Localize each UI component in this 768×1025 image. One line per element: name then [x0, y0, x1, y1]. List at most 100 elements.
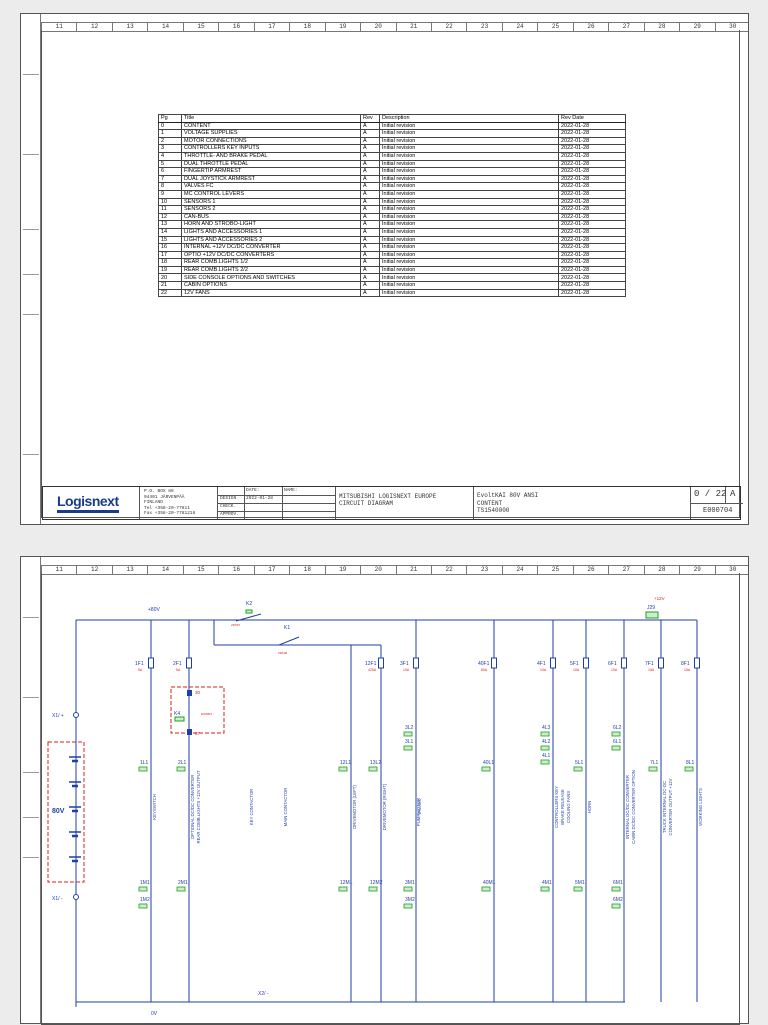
cell-rev: A: [360, 144, 380, 153]
cell-rev-date: 2022-01-28: [558, 273, 626, 283]
connector-box: [611, 745, 621, 751]
drawing-number: E000704: [703, 507, 733, 515]
connector-box: [540, 886, 550, 892]
circuit-label: MAIN CONTACTOR: [283, 788, 288, 827]
cell-rev: A: [360, 250, 380, 260]
connector-label: 4L2: [542, 739, 551, 745]
fuse-label: 12F1: [365, 661, 377, 667]
k4-label: K4: [174, 711, 180, 717]
cell-rev: A: [360, 281, 380, 290]
column-number: 15: [182, 23, 218, 31]
address-line: FINLAND: [144, 500, 163, 505]
page-of: 0 / 22: [694, 489, 727, 499]
cell-title: CAN-BUS: [181, 212, 361, 222]
cell-description: Initial revision: [379, 189, 559, 199]
fuse-label: 5F1: [570, 661, 579, 667]
circuit-label: INTERNAL DC/DC CONVERTER: [625, 775, 630, 839]
cell-rev: A: [360, 121, 380, 131]
cell-rev-date: 2022-01-28: [558, 189, 626, 199]
date-label: DATE:: [246, 488, 260, 493]
design-label: DESIGN: [220, 496, 237, 501]
cell-rev: A: [360, 182, 380, 191]
cell-pg: 12: [158, 212, 182, 222]
column-number: 26: [572, 566, 608, 574]
connector-label: 3L2: [405, 725, 414, 731]
product-block: EvoltKAI 80V ANSI CONTENT TS1540000: [473, 487, 694, 519]
fuse-label: 1F1: [135, 661, 144, 667]
design-date: 2022-01-28: [246, 496, 274, 501]
cell-pg: 5: [158, 159, 182, 169]
cell-rev-date: 2022-01-28: [558, 281, 626, 290]
fuse-label: 2F1: [173, 661, 182, 667]
connector-label: 7L1: [650, 760, 659, 766]
connector-box: [176, 766, 186, 772]
column-number: 26: [572, 23, 608, 31]
column-number: 28: [643, 23, 679, 31]
cell-rev-date: 2022-01-28: [558, 212, 626, 222]
connector-box: [540, 731, 550, 737]
cell-rev: A: [360, 151, 380, 161]
cell-description: Initial revision: [379, 220, 559, 229]
connector-box: [645, 611, 659, 619]
cell-description: Initial revision: [379, 258, 559, 267]
cell-rev: A: [360, 258, 380, 267]
cell-pg: 4: [158, 151, 182, 161]
k4-frame: [170, 686, 225, 734]
connector-box: [573, 766, 583, 772]
connector-label: 3L1: [405, 739, 414, 745]
x1-minus-label: X1/ -: [52, 896, 63, 902]
cell-rev-date: 2022-01-28: [558, 220, 626, 229]
product-name: EvoltKAI 80V ANSI: [477, 492, 539, 499]
pin-label: 87: [195, 731, 201, 736]
cell-rev-date: 2022-01-28: [558, 121, 626, 131]
cell-description: Initial revision: [379, 250, 559, 260]
connector-label: 2M1: [178, 880, 188, 886]
connector-label: 8L1: [686, 760, 695, 766]
column-number: 19: [324, 566, 360, 574]
connector-box: [684, 766, 694, 772]
circuit-label: CONVERTER OUTPUT +12V: [668, 778, 673, 835]
cell-pg: 21: [158, 281, 182, 290]
connector-box: [648, 766, 658, 772]
address-line: 04401 JÄRVENPÄÄ: [144, 494, 185, 500]
cell-title: DUAL JOYSTICK ARMREST: [181, 174, 361, 184]
connector-box: [540, 745, 550, 751]
connector-box: [611, 903, 621, 909]
connector-box: [138, 886, 148, 892]
k2-label: K2: [246, 601, 252, 607]
circuit-label: HORN: [587, 801, 592, 814]
drawing-frame: [41, 30, 740, 518]
x1-plus-label: X1/ +: [52, 713, 64, 719]
fuse-symbol: [148, 657, 154, 669]
circuit-label: OPTIONAL DC/DC CONVERTER: [190, 775, 195, 839]
cell-title: CONTENT: [181, 121, 361, 131]
cell-rev: A: [360, 220, 380, 229]
circuit-label: KEY CONTACTOR: [249, 789, 254, 826]
column-number: 20: [360, 566, 395, 574]
cell-description: Initial revision: [379, 167, 559, 176]
cell-description: Initial revision: [379, 205, 559, 214]
fuse-symbol: [491, 657, 497, 669]
connector-label: 3M1: [405, 880, 415, 886]
cell-rev-date: 2022-01-28: [558, 136, 626, 146]
check-label: CHECK.: [220, 504, 237, 509]
fuse-symbol: [621, 657, 627, 669]
column-number: 11: [41, 23, 76, 31]
plus80v-label: +80V: [148, 607, 160, 613]
plus12v-label: +12V: [654, 596, 665, 601]
column-number: 14: [147, 566, 182, 574]
circuit-label: COOLING FANS: [566, 791, 571, 823]
column-number: 30: [714, 566, 750, 574]
page-number-block: 0 / 22 A E000704: [690, 487, 743, 519]
cell-rev-date: 2022-01-28: [558, 144, 626, 153]
connector-label: 12M2: [370, 880, 383, 886]
fuse-rating: 5A: [176, 668, 181, 672]
cell-rev-date: 2022-01-28: [558, 174, 626, 184]
